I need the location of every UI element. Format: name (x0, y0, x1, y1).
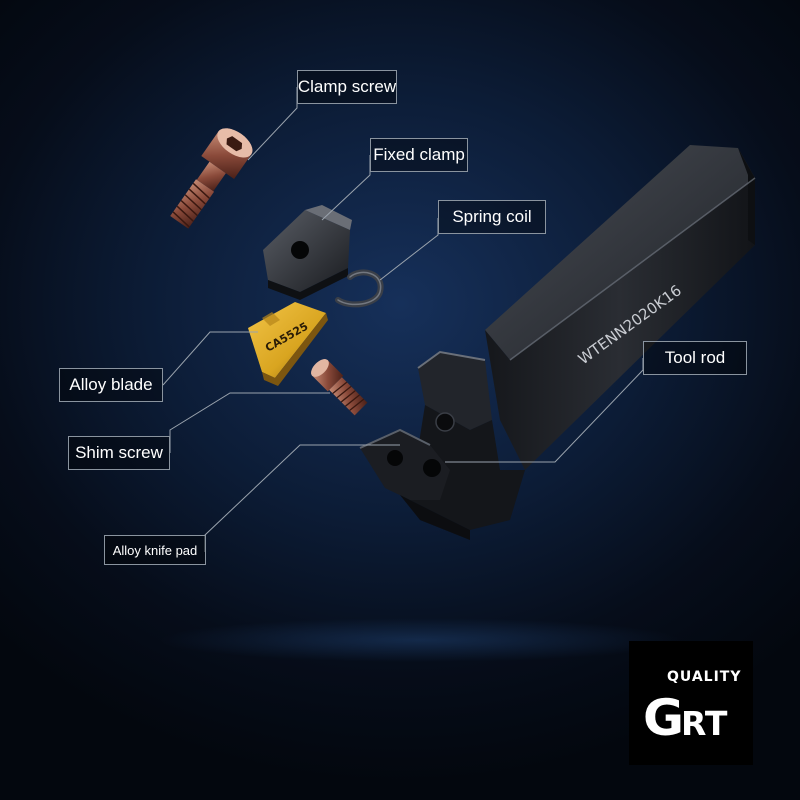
logo-quality-text: QUALITY (667, 669, 742, 685)
label-clamp-screw: Clamp screw (297, 70, 397, 104)
floor-reflection (160, 618, 680, 662)
pad-hole-right (423, 459, 441, 477)
clamp-bore (291, 241, 309, 259)
quality-grt-logo: QUALITY G RT (629, 641, 753, 765)
shim-screw (311, 359, 368, 416)
label-spring-coil: Spring coil (438, 200, 546, 234)
label-shim-screw: Shim screw (68, 436, 170, 470)
label-alloy-blade: Alloy blade (59, 368, 163, 402)
alloy-blade (248, 302, 328, 386)
fixed-clamp (263, 205, 352, 300)
logo-rt-letters: RT (681, 704, 728, 743)
tool-rod (359, 145, 756, 540)
label-tool-rod: Tool rod (643, 341, 747, 375)
pad-hole-left (387, 450, 403, 466)
clamp-hole (435, 412, 455, 432)
clamp-screw (170, 128, 253, 229)
label-fixed-clamp: Fixed clamp (370, 138, 468, 172)
label-alloy-knife-pad: Alloy knife pad (104, 535, 206, 565)
logo-g-letter: G (643, 689, 684, 747)
